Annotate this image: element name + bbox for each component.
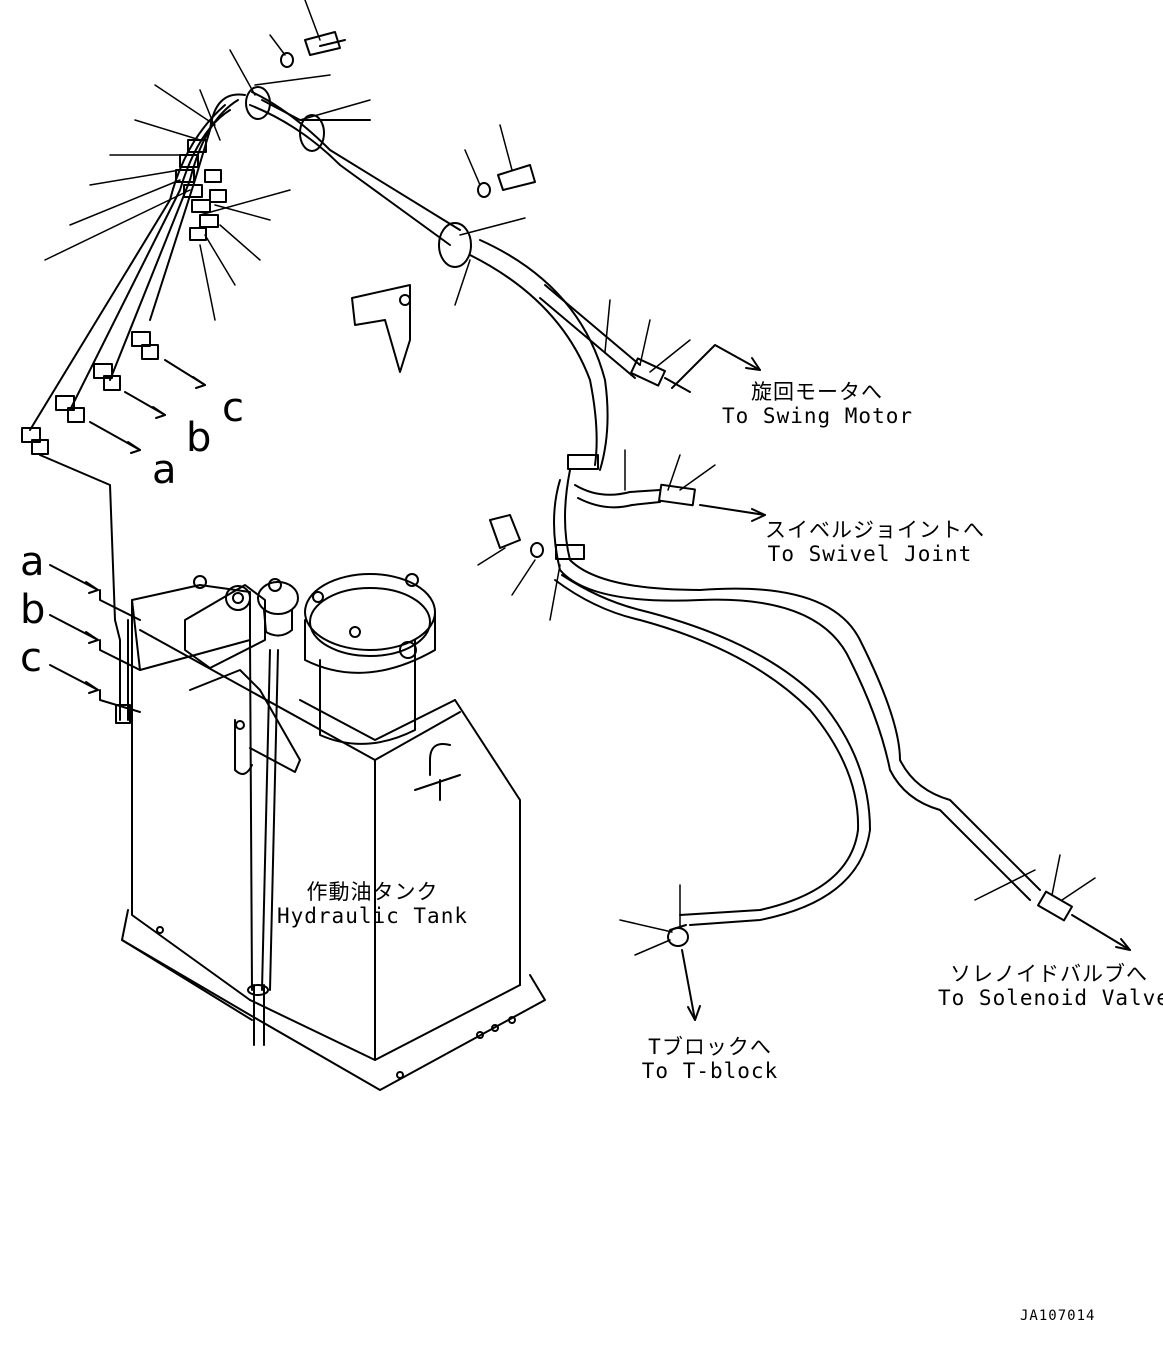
manifold-fittings xyxy=(175,139,227,241)
port-letter-top-c: c xyxy=(222,385,244,431)
swivel-joint-label-jp: スイベルジョイントへ xyxy=(765,518,985,542)
solenoid-valve-label-en: To Solenoid Valve xyxy=(938,986,1163,1011)
pilot-hose-bundle xyxy=(29,91,461,431)
destination-arrows xyxy=(671,344,1131,1021)
hose-clamps xyxy=(245,86,472,373)
port-arrows-left xyxy=(49,564,141,713)
main-hose xyxy=(469,239,1041,926)
port-letter-left-b: b xyxy=(20,587,46,633)
port-letter-left-c: c xyxy=(20,635,42,681)
drawing-code: JA107014 xyxy=(1020,1308,1096,1324)
t-block-label-en: To T-block xyxy=(641,1059,779,1084)
swing-motor-hose xyxy=(539,284,691,393)
swing-motor-label-jp: 旋回モータへ xyxy=(751,380,883,404)
port-letter-top-a: a xyxy=(152,447,177,493)
port-letter-left-a: a xyxy=(20,539,45,585)
end-fittings xyxy=(667,890,1073,947)
swivel-joint-label: スイベルジョイントへ To Swivel Joint xyxy=(765,518,985,567)
port-fittings-top xyxy=(21,331,159,724)
leader-lines xyxy=(44,0,1096,956)
swing-motor-label: 旋回モータへ To Swing Motor xyxy=(722,380,912,428)
hydraulic-tank-label: 作動油タンク Hydraulic Tank xyxy=(275,880,470,928)
hydraulic-tank-label-en: Hydraulic Tank xyxy=(276,904,468,929)
bolts xyxy=(280,31,544,558)
port-letter-top-b: b xyxy=(186,415,212,461)
swing-motor-label-en: To Swing Motor xyxy=(722,404,914,429)
solenoid-valve-label: ソレノイドバルブへ To Solenoid Valve xyxy=(938,962,1163,1011)
t-block-label: Tブロックへ To T-block xyxy=(630,1035,790,1083)
swivel-joint-hose xyxy=(574,483,696,509)
hydraulic-tank-label-jp: 作動油タンク xyxy=(306,880,439,904)
swivel-joint-label-en: To Swivel Joint xyxy=(767,542,973,567)
port-arrows-top xyxy=(89,359,206,454)
solenoid-valve-label-jp: ソレノイドバルブへ xyxy=(950,962,1148,986)
t-block-label-jp: Tブロックへ xyxy=(648,1035,772,1059)
hydraulic-tank xyxy=(121,573,546,1091)
